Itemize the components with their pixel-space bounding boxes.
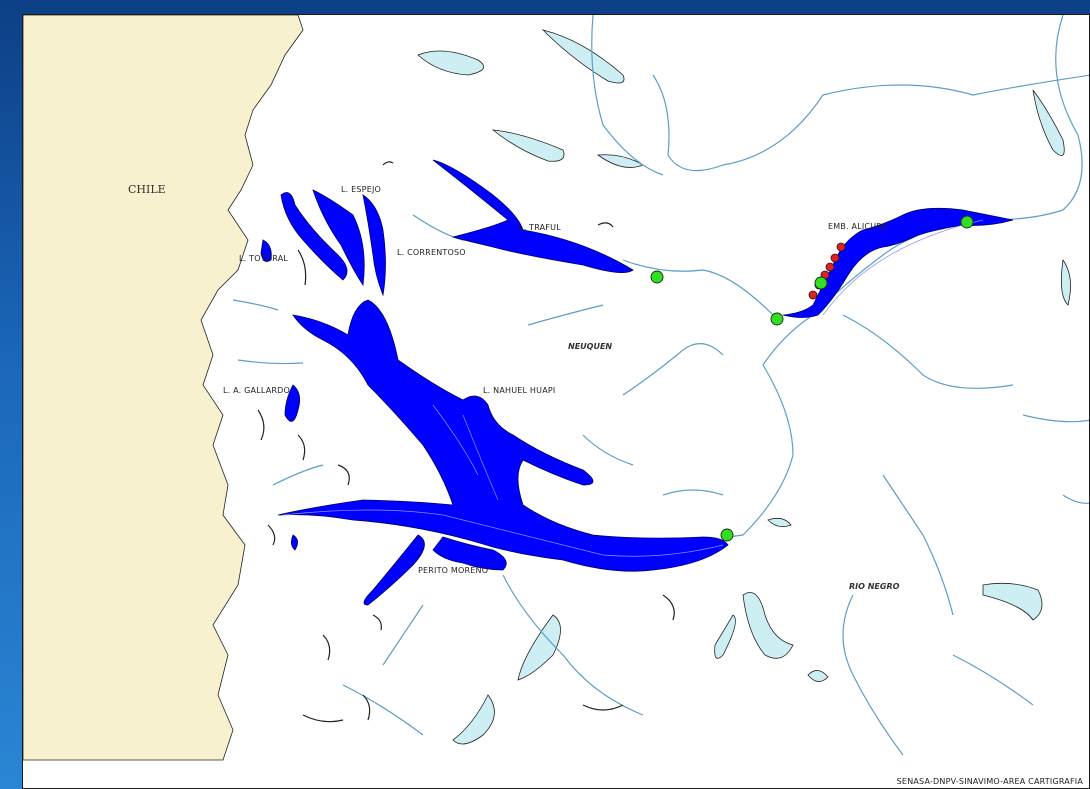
lake-espejo-shape xyxy=(280,192,348,281)
label-country: CHILE xyxy=(128,183,166,196)
lake-nahuel-huapi-shape xyxy=(277,299,729,572)
lake-totoral-shape xyxy=(260,239,272,262)
label-neuquen: NEUQUEN xyxy=(568,342,612,351)
label-lake-nahuel-huapi: L. NAHUEL HUAPI xyxy=(483,386,555,395)
label-lake-espejo: L. ESPEJO xyxy=(341,185,381,194)
map-frame: CHILE L. ESPEJO L. TRAFUL L. CORRENTOSO … xyxy=(22,14,1090,789)
reservoir-alicura-shape xyxy=(782,207,1014,318)
lake-traful-shape xyxy=(432,159,634,273)
map-credit: SENASA-DNPV-SINAVIMO-AREA CARTIGRAFIA xyxy=(896,777,1083,786)
label-perito-moreno: PERITO MORENO xyxy=(418,566,488,575)
rivers xyxy=(232,15,1089,756)
minor-lakes xyxy=(417,29,1071,745)
label-lake-correntoso: L. CORRENTOSO xyxy=(397,248,466,257)
label-lake-gallardo: L. A. GALLARDO xyxy=(223,386,290,395)
chile-region xyxy=(23,15,304,761)
green-points xyxy=(650,215,974,542)
lake-contours xyxy=(282,219,984,557)
label-rio-negro: RIO NEGRO xyxy=(849,582,900,591)
highlighted-lakes xyxy=(260,159,1014,606)
lake-correntoso-shape xyxy=(312,189,365,287)
label-lake-totoral: L. TOTORAL xyxy=(239,254,288,263)
lake-perito-moreno-branch xyxy=(363,534,425,606)
label-lake-traful: L. TRAFUL xyxy=(519,223,561,232)
lake-correntoso-east xyxy=(362,194,386,297)
lake-gallardo-shape xyxy=(284,384,301,422)
map-labels: CHILE L. ESPEJO L. TRAFUL L. CORRENTOSO … xyxy=(128,183,900,591)
map-canvas: CHILE L. ESPEJO L. TRAFUL L. CORRENTOSO … xyxy=(23,15,1089,761)
lake-southwest-shape xyxy=(291,534,298,551)
lake-perito-moreno-shape xyxy=(432,536,507,571)
label-reservoir-alicura: EMB. ALICURA xyxy=(828,222,888,231)
